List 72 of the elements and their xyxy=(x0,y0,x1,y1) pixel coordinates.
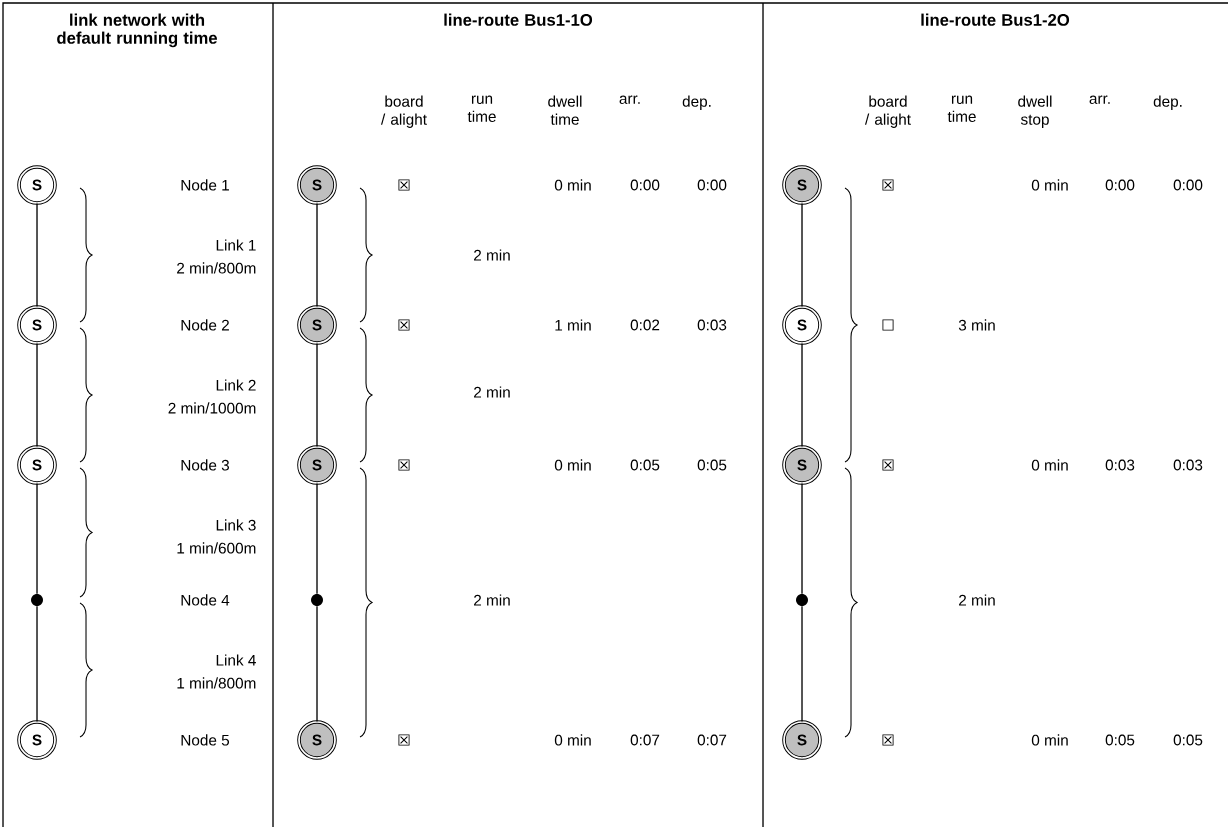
table-text: 0:03 xyxy=(1173,459,1203,471)
route-line xyxy=(316,482,318,595)
column-heading: line-route Bus1-2O xyxy=(921,13,1070,26)
route-line xyxy=(801,202,803,308)
checkbox-mark: ☒ xyxy=(882,734,894,746)
route-line xyxy=(801,342,803,448)
column-heading: arr. xyxy=(619,95,640,104)
table-text: Node 5 xyxy=(181,734,230,746)
table-text: 0 min xyxy=(1031,459,1068,471)
table-text: 2 min xyxy=(474,249,510,261)
table-text: Link 1 xyxy=(216,239,256,251)
table-text: 0:00 xyxy=(1105,179,1135,191)
table-text: Link 2 xyxy=(216,379,256,391)
table-text: 1 min/800m xyxy=(177,677,256,689)
table-text: 2 min xyxy=(474,594,510,606)
route-line xyxy=(36,342,38,448)
table-text: Node 3 xyxy=(181,459,229,471)
checkbox-mark: ☒ xyxy=(882,179,894,191)
table-text: 2 min/800m xyxy=(177,262,256,274)
table-text: 0:07 xyxy=(697,734,727,746)
table-text: 3 min xyxy=(958,319,995,331)
table-text: 0:00 xyxy=(697,179,727,191)
table-text: 0 min xyxy=(554,459,591,471)
checkbox-mark: ☒ xyxy=(398,459,410,471)
table-text: 0:05 xyxy=(1105,734,1135,746)
column-heading: run time xyxy=(947,95,976,122)
column-heading: dwell stop xyxy=(1018,95,1052,128)
table-text: 1 min/600m xyxy=(177,542,256,554)
route-line xyxy=(36,482,38,595)
column-heading: dep. xyxy=(682,95,711,110)
table-text: 0:00 xyxy=(630,179,660,191)
column-heading: line-route Bus1-1O xyxy=(444,13,593,26)
column-heading: link network with default running time xyxy=(57,13,217,48)
table-text: 2 min xyxy=(959,594,995,606)
column-heading: arr. xyxy=(1089,95,1110,104)
column-heading: run time xyxy=(467,95,496,122)
table-text: Link 4 xyxy=(216,654,256,666)
route-line xyxy=(36,202,38,308)
checkbox-mark: ☒ xyxy=(398,179,410,191)
route-line xyxy=(36,605,38,723)
checkbox-mark: ☒ xyxy=(398,734,410,746)
table-text: 0:03 xyxy=(697,319,727,331)
checkbox-mark: ☒ xyxy=(882,459,894,471)
table-text: 0 min xyxy=(554,179,591,191)
route-line xyxy=(316,342,318,448)
checkbox-mark: ☐ xyxy=(882,319,894,331)
table-text: Link 3 xyxy=(216,519,256,531)
column-heading: dwell time xyxy=(548,95,582,125)
route-line xyxy=(801,482,803,595)
column-heading: board / alight xyxy=(381,95,427,128)
table-text: 2 min/1000m xyxy=(168,402,256,414)
table-text: 0:02 xyxy=(630,319,660,331)
column-heading: board / alight xyxy=(865,95,911,128)
table-text: Node 1 xyxy=(181,179,229,191)
checkbox-mark: ☒ xyxy=(398,319,410,331)
table-text: 0 min xyxy=(554,734,591,746)
table-text: 0:07 xyxy=(630,734,660,746)
table-text: 0:03 xyxy=(1105,459,1135,471)
table-text: 0:05 xyxy=(630,459,660,471)
route-line xyxy=(316,202,318,308)
table-text: 0:05 xyxy=(697,459,727,471)
table-text: 2 min xyxy=(474,386,510,398)
route-line xyxy=(801,605,803,723)
table-text: 0:00 xyxy=(1173,179,1203,191)
table-text: 0:05 xyxy=(1173,734,1203,746)
table-text: 1 min xyxy=(555,319,591,331)
table-text: Node 4 xyxy=(181,594,230,606)
column-heading: dep. xyxy=(1153,95,1182,110)
table-text: 0 min xyxy=(1031,179,1068,191)
table-text: 0 min xyxy=(1031,734,1068,746)
table-text: Node 2 xyxy=(181,319,229,331)
route-line xyxy=(316,605,318,723)
